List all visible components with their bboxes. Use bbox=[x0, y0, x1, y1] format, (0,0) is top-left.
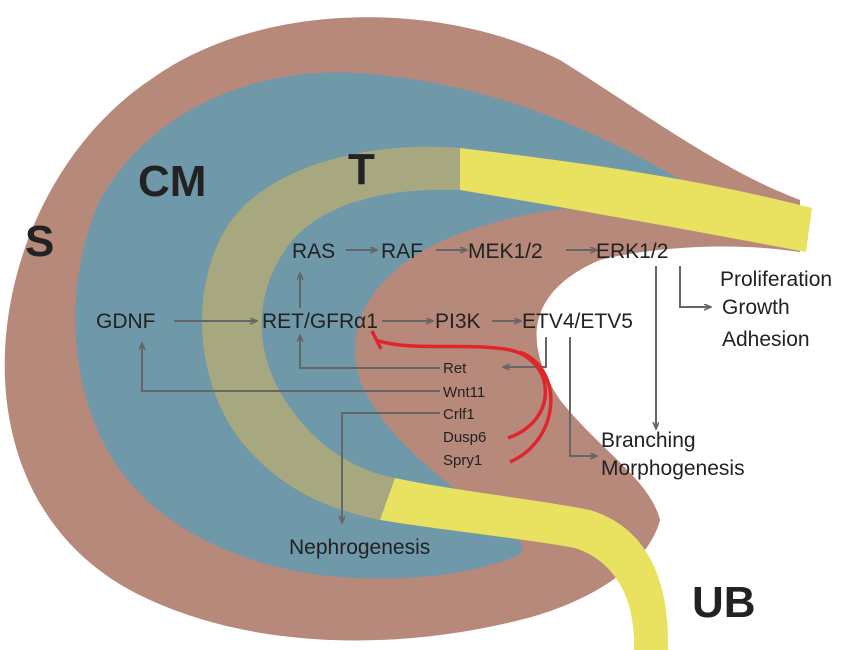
target-dusp6: Dusp6 bbox=[443, 429, 486, 446]
target-crlf1: Crlf1 bbox=[443, 406, 475, 423]
node-mek: MEK1/2 bbox=[468, 240, 543, 263]
arrow-ret-target-loop bbox=[300, 336, 440, 369]
target-spry1: Spry1 bbox=[443, 452, 482, 469]
arrow-etv-ret bbox=[504, 337, 547, 367]
node-ret-gfra: RET/GFRα1 bbox=[262, 310, 378, 333]
arrow-wnt11-gdnf bbox=[142, 344, 440, 392]
arrow-erk-outcomes bbox=[679, 266, 710, 307]
arrow-crlf1-nephrogenesis bbox=[342, 412, 440, 522]
target-ret: Ret bbox=[443, 360, 467, 377]
outcome-morphogenesis: Morphogenesis bbox=[601, 457, 745, 480]
node-etv: ETV4/ETV5 bbox=[522, 310, 633, 333]
inhibition-bar bbox=[370, 330, 383, 350]
target-wnt11: Wnt11 bbox=[443, 384, 485, 401]
outcome-nephrogenesis: Nephrogenesis bbox=[289, 536, 430, 559]
outcome-branching: Branching bbox=[601, 429, 696, 452]
ureteric-bud-lower bbox=[380, 478, 669, 650]
ureteric-bud-label: UB bbox=[692, 578, 756, 627]
outcome-adhesion: Adhesion bbox=[722, 328, 810, 351]
stroma-label: S bbox=[25, 217, 54, 266]
node-pi3k: PI3K bbox=[435, 310, 481, 333]
outcome-proliferation: Proliferation bbox=[720, 268, 832, 291]
tip-label: T bbox=[348, 145, 375, 194]
node-raf: RAF bbox=[381, 240, 423, 263]
node-gdnf: GDNF bbox=[96, 310, 156, 333]
inhibition-curve bbox=[375, 338, 547, 440]
inhibition-curve-2 bbox=[509, 350, 553, 464]
ureteric-bud-upper bbox=[460, 148, 812, 252]
outcome-growth: Growth bbox=[722, 296, 790, 319]
cap-mesenchyme-label: CM bbox=[138, 157, 206, 206]
arrow-etv-branching bbox=[569, 337, 596, 456]
node-ras: RAS bbox=[292, 240, 335, 263]
node-erk: ERK1/2 bbox=[596, 240, 668, 263]
tip-region bbox=[202, 146, 460, 520]
